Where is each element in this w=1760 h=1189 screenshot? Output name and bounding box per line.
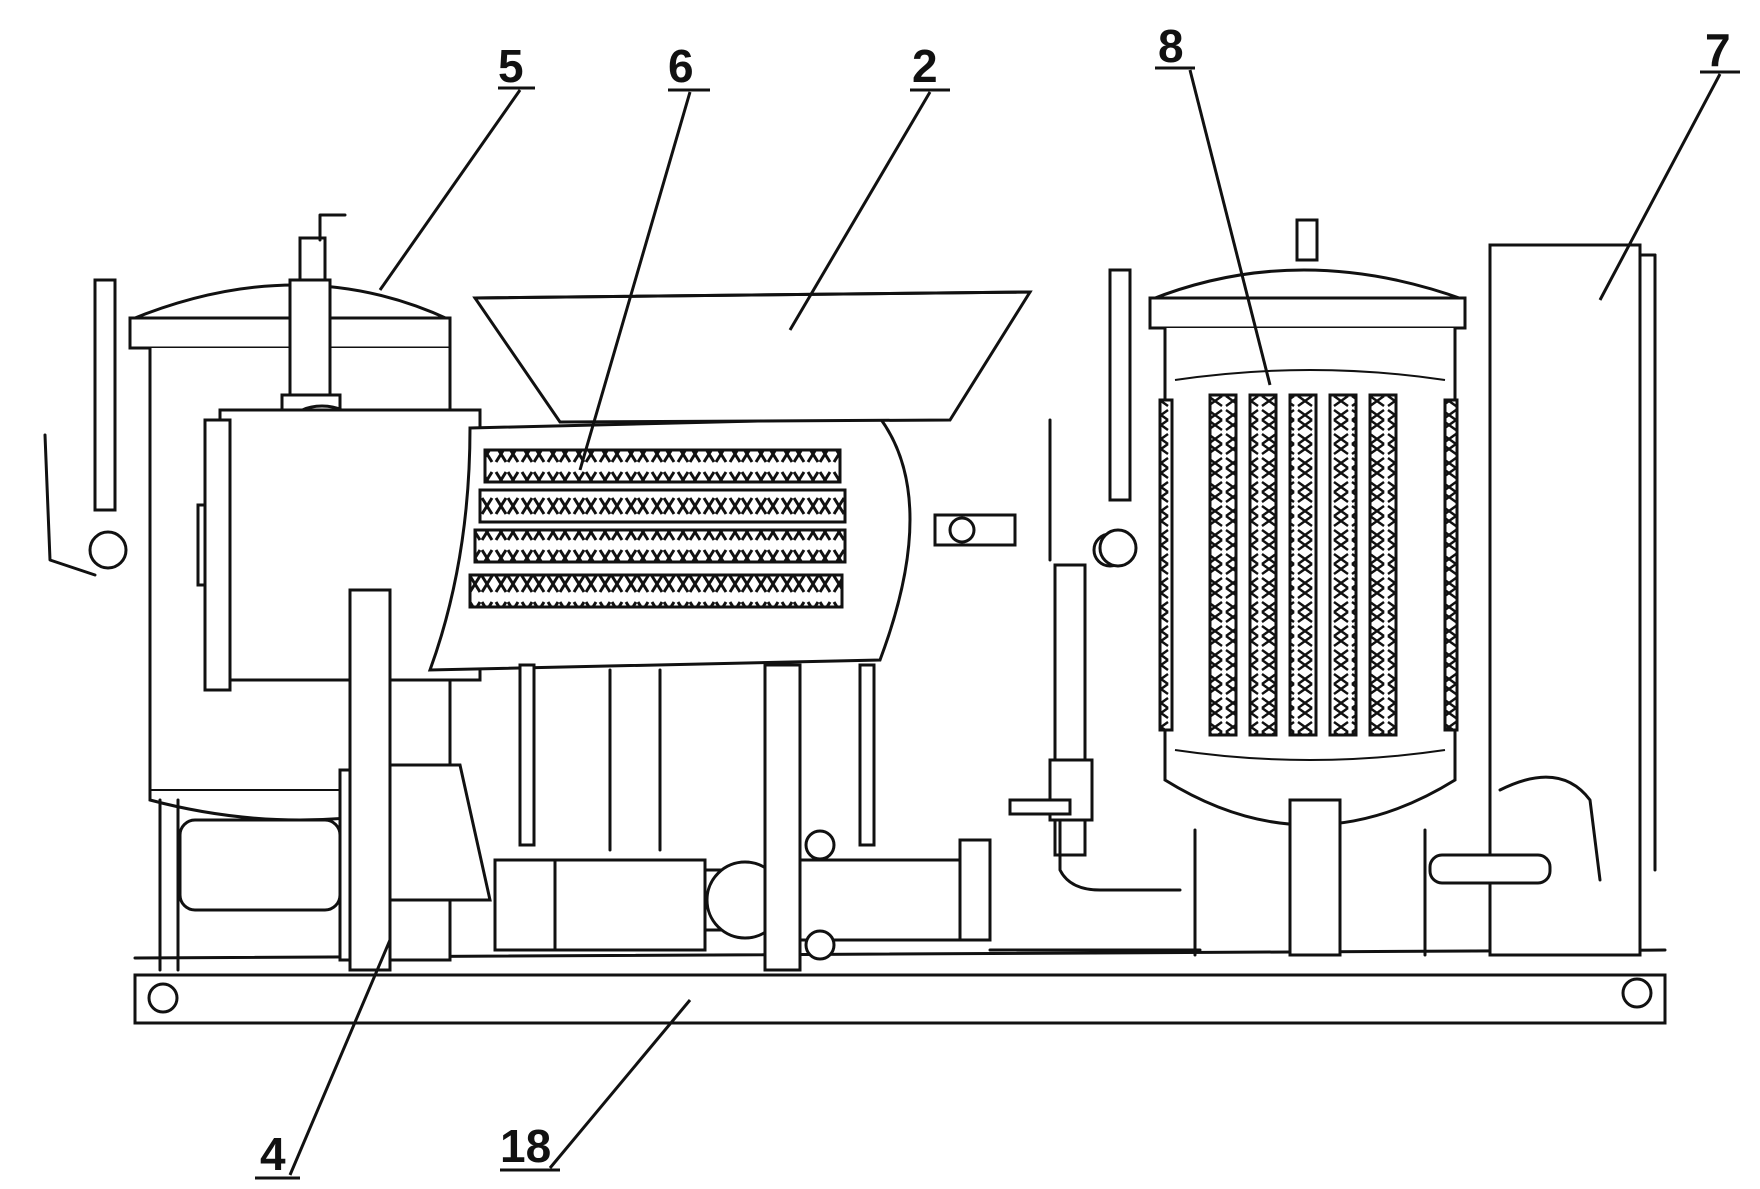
feed-hopper [472,290,1033,424]
callout-leaders [255,66,1740,1180]
callout-numbers: 5 6 2 8 7 4 18 [260,20,1731,1180]
label-2: 2 [912,40,938,92]
label-18: 18 [500,1120,551,1172]
label-5: 5 [498,40,524,92]
label-6: 6 [668,40,694,92]
pump-motor [178,588,992,972]
right-filter-tank [1098,218,1467,957]
connecting-pipe [988,418,1202,952]
label-8: 8 [1158,20,1184,72]
horizontal-cylinder [203,408,1017,847]
label-4: 4 [260,1128,286,1180]
label-7: 7 [1705,24,1731,76]
support-columns [608,663,802,972]
control-cabinet [1428,243,1657,957]
